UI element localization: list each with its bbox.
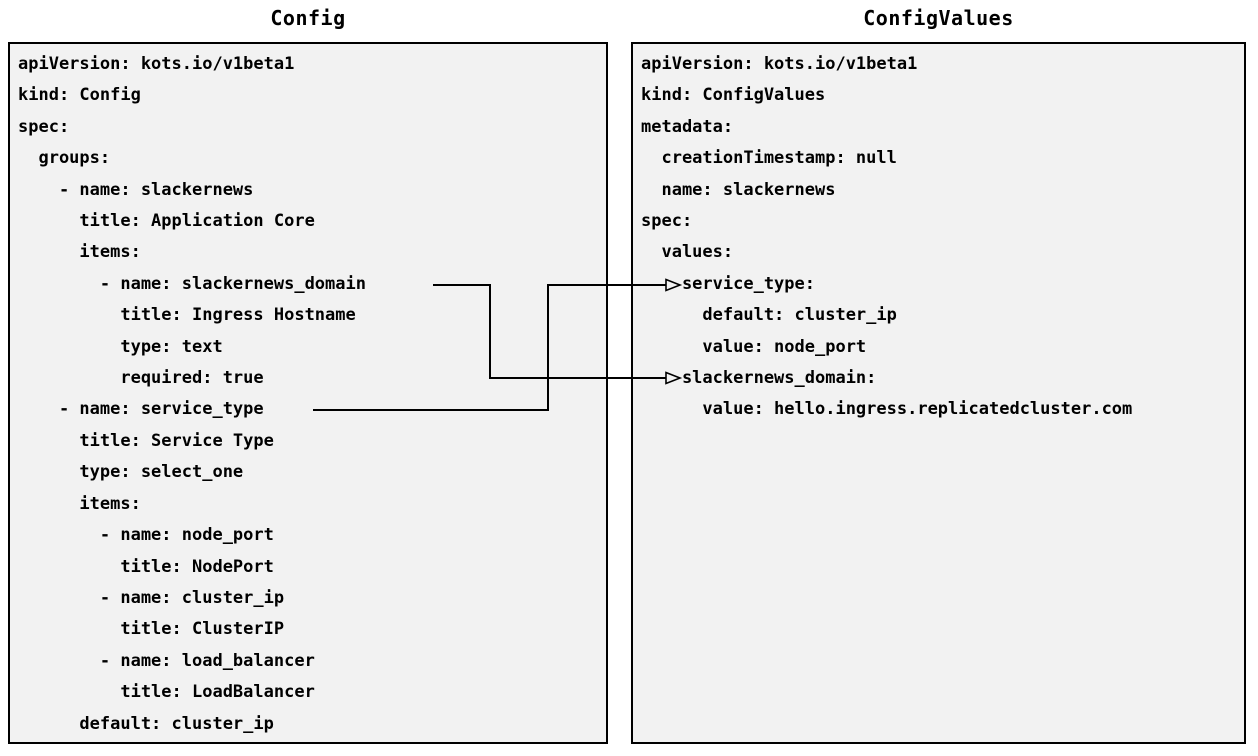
configvalues-panel-title: ConfigValues [863, 6, 1014, 30]
config-panel: apiVersion: kots.io/v1beta1 kind: Config… [8, 42, 608, 744]
config-yaml-code: apiVersion: kots.io/v1beta1 kind: Config… [18, 54, 366, 734]
config-panel-title: Config [270, 6, 346, 30]
configvalues-panel: apiVersion: kots.io/v1beta1 kind: Config… [631, 42, 1246, 744]
configvalues-yaml-code: apiVersion: kots.io/v1beta1 kind: Config… [641, 54, 1133, 420]
